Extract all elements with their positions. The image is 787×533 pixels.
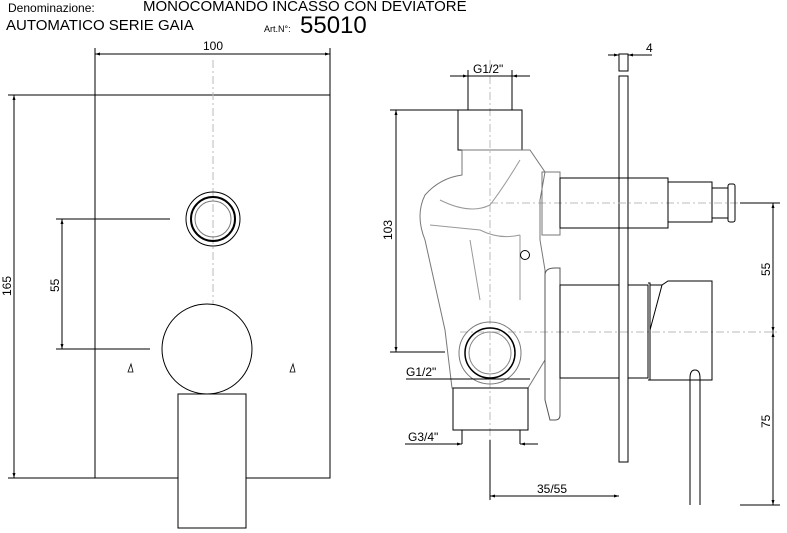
label-bottom-thread: G3/4" (408, 430, 438, 444)
product-title-line1: MONOCOMANDO INCASSO CON DEVIATORE (143, 0, 467, 15)
front-view (8, 48, 331, 529)
art-number: 55010 (300, 12, 367, 39)
side-view (390, 53, 780, 506)
mounting-flange (544, 267, 561, 421)
dim-height-165: 165 (0, 276, 14, 296)
dim-upper-55: 55 (759, 262, 773, 276)
dim-plate-4: 4 (646, 41, 653, 55)
dim-spacing-55: 55 (48, 278, 62, 292)
diverter-knob (727, 183, 736, 223)
lever (177, 393, 247, 529)
label-top-thread: G1/2" (473, 62, 503, 76)
handle-body (648, 280, 713, 381)
wall-plate (618, 75, 629, 463)
dim-body-103: 103 (381, 220, 395, 240)
diverter-button-outer (185, 191, 241, 247)
denomination-label: Denominazione: (8, 1, 95, 15)
dim-lever-75: 75 (759, 414, 773, 428)
handle-lever (689, 369, 701, 505)
bottom-outlet-nut (452, 387, 529, 431)
diverter-button (190, 196, 236, 242)
dim-width-100: 100 (203, 39, 223, 53)
handle-knob (161, 303, 253, 395)
art-number-label: Art.N°: (264, 24, 291, 34)
label-side-thread: G1/2" (406, 365, 436, 379)
dim-depth-35-55: 35/55 (537, 482, 567, 496)
product-title-line2: AUTOMATICO SERIE GAIA (6, 17, 194, 34)
